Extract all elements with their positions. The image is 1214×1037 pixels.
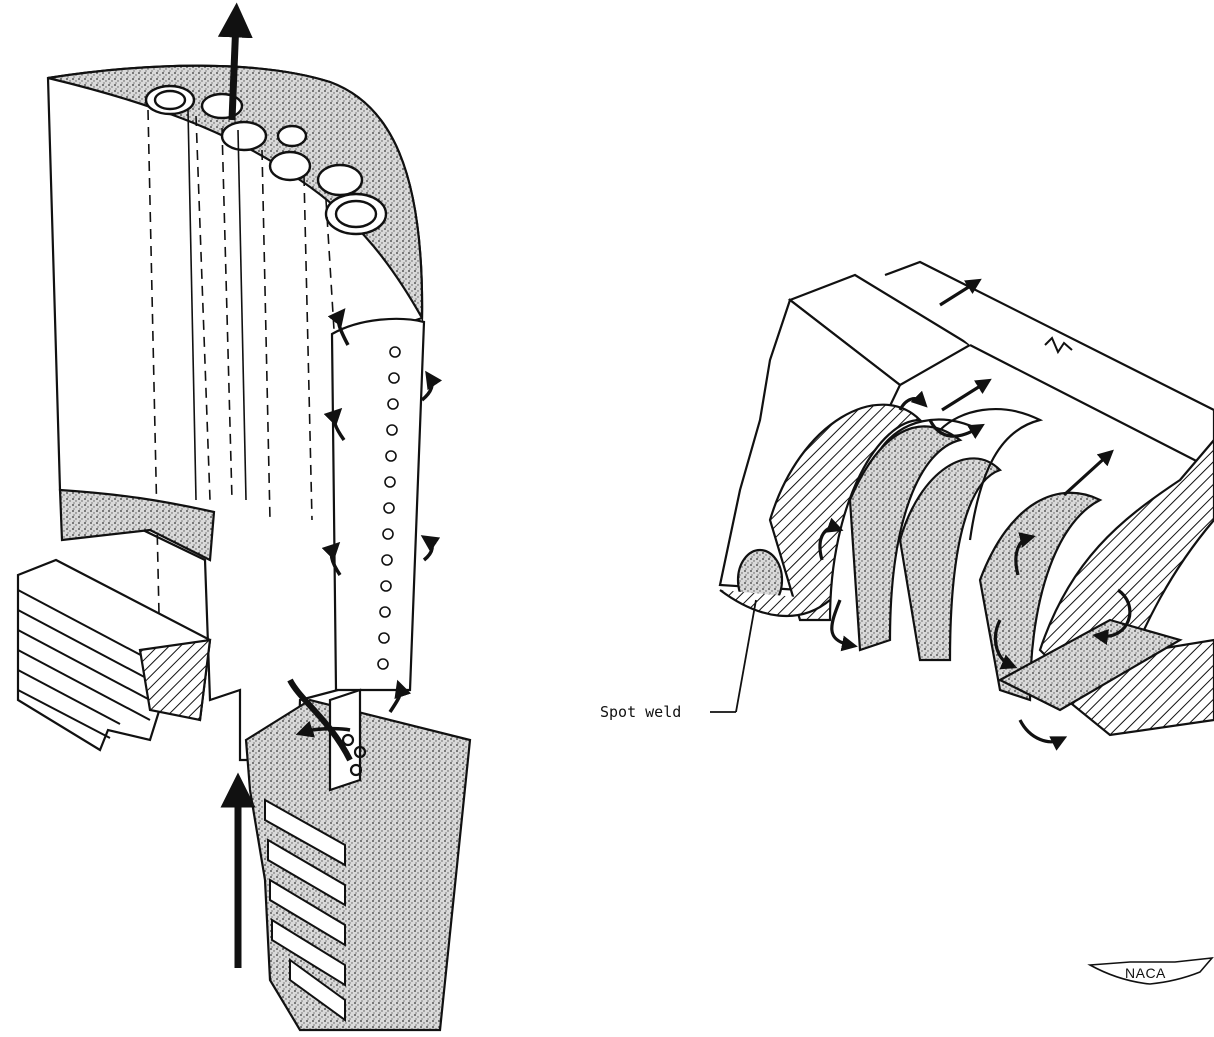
left-platform: [58, 488, 216, 562]
leading-edge-tube: [330, 317, 426, 692]
ring-section-3: [898, 457, 1003, 662]
strut-detail-drawing: [718, 260, 1214, 737]
naca-logo: NACA: [1087, 956, 1214, 985]
right-airflow-arrows: [818, 278, 1132, 751]
ring-section-4: [978, 491, 1103, 702]
naca-logo-text: NACA: [1125, 965, 1166, 981]
tube-perforations: [377, 346, 401, 670]
left-airflow-arrows: [217, 2, 443, 968]
blade-cutaway-drawing: [16, 64, 472, 1032]
tip-tube-openings: [144, 84, 388, 236]
spot-weld-callout: Spot weld: [600, 599, 757, 721]
ring-section-1: [768, 403, 923, 622]
spot-weld-label: Spot weld: [600, 703, 681, 721]
